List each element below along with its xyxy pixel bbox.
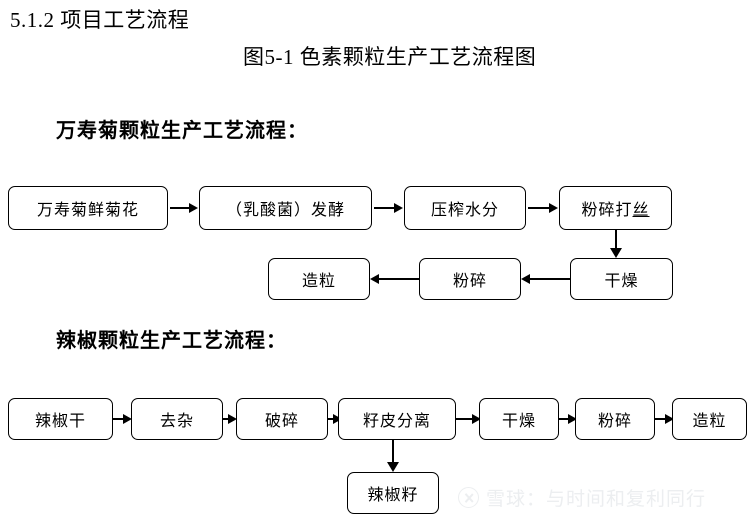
arrow-shaft (113, 418, 125, 420)
flow2-node-label: 辣椒籽 (367, 487, 419, 504)
flowchart-1-title: 万寿菊颗粒生产工艺流程： (56, 120, 308, 142)
flow2-node-granulation[interactable]: 造粒 (672, 398, 747, 440)
arrow-shaft (328, 418, 336, 420)
flow1-node-pulverize[interactable]: 粉碎 (419, 258, 521, 300)
flow1-node-label: 粉碎 (452, 273, 487, 290)
flow2-node-chili-seeds[interactable]: 辣椒籽 (347, 472, 439, 514)
arrow-head (568, 414, 577, 424)
flow2-node-seed-skin-separation[interactable]: 籽皮分离 (338, 398, 456, 440)
flow2-node-crushing[interactable]: 破碎 (236, 398, 328, 440)
arrow-shaft (615, 230, 617, 250)
arrow-head (333, 414, 342, 424)
flow1-node-drying[interactable]: 干燥 (570, 258, 673, 300)
watermark-text: 雪球：与时间和复利同行 (486, 489, 707, 510)
flow2-arrow-4-to-5 (456, 398, 481, 440)
flow1-arrow-pulverize-to-granulation (370, 258, 419, 300)
flow2-node-dried-chili[interactable]: 辣椒干 (8, 398, 113, 440)
arrow-head (189, 203, 198, 213)
flow1-node-press-water[interactable]: 压榨水分 (404, 186, 526, 230)
arrow-head (387, 462, 399, 472)
page-section-heading: 5.1.2 项目工艺流程 (10, 8, 190, 32)
flow1-node-label: 压榨水分 (430, 202, 499, 219)
arrow-head (370, 274, 379, 284)
flow1-arrow-dry-to-pulverize (521, 258, 570, 300)
arrow-shaft (655, 418, 667, 420)
flow1-arrow-1-to-2 (170, 186, 198, 230)
flow2-arrow-3-to-4 (328, 398, 342, 440)
arrow-shaft (170, 207, 191, 209)
flow2-arrow-6-to-7 (655, 398, 674, 440)
flow1-node-label: 干燥 (604, 273, 639, 290)
arrow-head (228, 414, 237, 424)
flow2-node-label: 破碎 (264, 413, 299, 430)
flow1-node-label: 粉碎打丝 (581, 196, 649, 220)
watermark: 雪球：与时间和复利同行 (458, 484, 706, 511)
flowchart-2-title: 辣椒颗粒生产工艺流程： (56, 330, 287, 352)
figure-title: 图5-1 色素颗粒生产工艺流程图 (243, 45, 537, 69)
arrow-head (123, 414, 132, 424)
flow2-node-label: 造粒 (692, 413, 727, 430)
arrow-shaft (378, 278, 419, 280)
arrow-head (521, 274, 530, 284)
flow1-arrow-crush-to-dry (603, 230, 629, 258)
flow1-arrow-3-to-4 (528, 186, 558, 230)
flow2-node-drying[interactable]: 干燥 (479, 398, 559, 440)
flow2-node-pulverize[interactable]: 粉碎 (575, 398, 655, 440)
arrow-head (610, 248, 622, 258)
arrow-shaft (559, 418, 570, 420)
flow1-arrow-2-to-3 (374, 186, 403, 230)
flow1-node-label-text: 粉碎打 (581, 202, 633, 219)
flow1-node-crush-shred[interactable]: 粉碎打丝 (559, 186, 672, 230)
flow2-node-remove-impurities[interactable]: 去杂 (131, 398, 223, 440)
flow1-node-marigold-fresh-flower[interactable]: 万寿菊鲜菊花 (8, 186, 168, 230)
flow1-node-lactic-acid-fermentation[interactable]: （乳酸菌）发酵 (199, 186, 372, 230)
arrow-shaft (529, 278, 570, 280)
flow1-node-label: 造粒 (301, 273, 336, 290)
arrow-shaft (392, 440, 394, 464)
arrow-shaft (223, 418, 231, 420)
flow1-node-label-underlined: 丝 (632, 202, 650, 219)
flow1-node-label: （乳酸菌）发酵 (225, 202, 345, 219)
flow2-node-label: 粉碎 (597, 413, 632, 430)
flow2-arrow-1-to-2 (113, 398, 132, 440)
flow2-arrow-2-to-3 (223, 398, 237, 440)
arrow-head (665, 414, 674, 424)
arrow-head (472, 414, 481, 424)
flow2-arrow-separation-to-seeds (380, 440, 406, 472)
arrow-shaft (456, 418, 474, 420)
arrow-head (549, 203, 558, 213)
flow2-node-label: 籽皮分离 (362, 413, 431, 430)
flow1-node-granulation[interactable]: 造粒 (268, 258, 370, 300)
flow2-node-label: 干燥 (501, 413, 536, 430)
flow1-node-label: 万寿菊鲜菊花 (36, 202, 139, 219)
flow2-node-label: 辣椒干 (34, 413, 86, 430)
xueqiu-logo-icon (458, 487, 479, 508)
arrow-shaft (528, 207, 551, 209)
arrow-shaft (374, 207, 396, 209)
flow2-arrow-5-to-6 (559, 398, 577, 440)
flow2-node-label: 去杂 (159, 413, 194, 430)
arrow-head (394, 203, 403, 213)
